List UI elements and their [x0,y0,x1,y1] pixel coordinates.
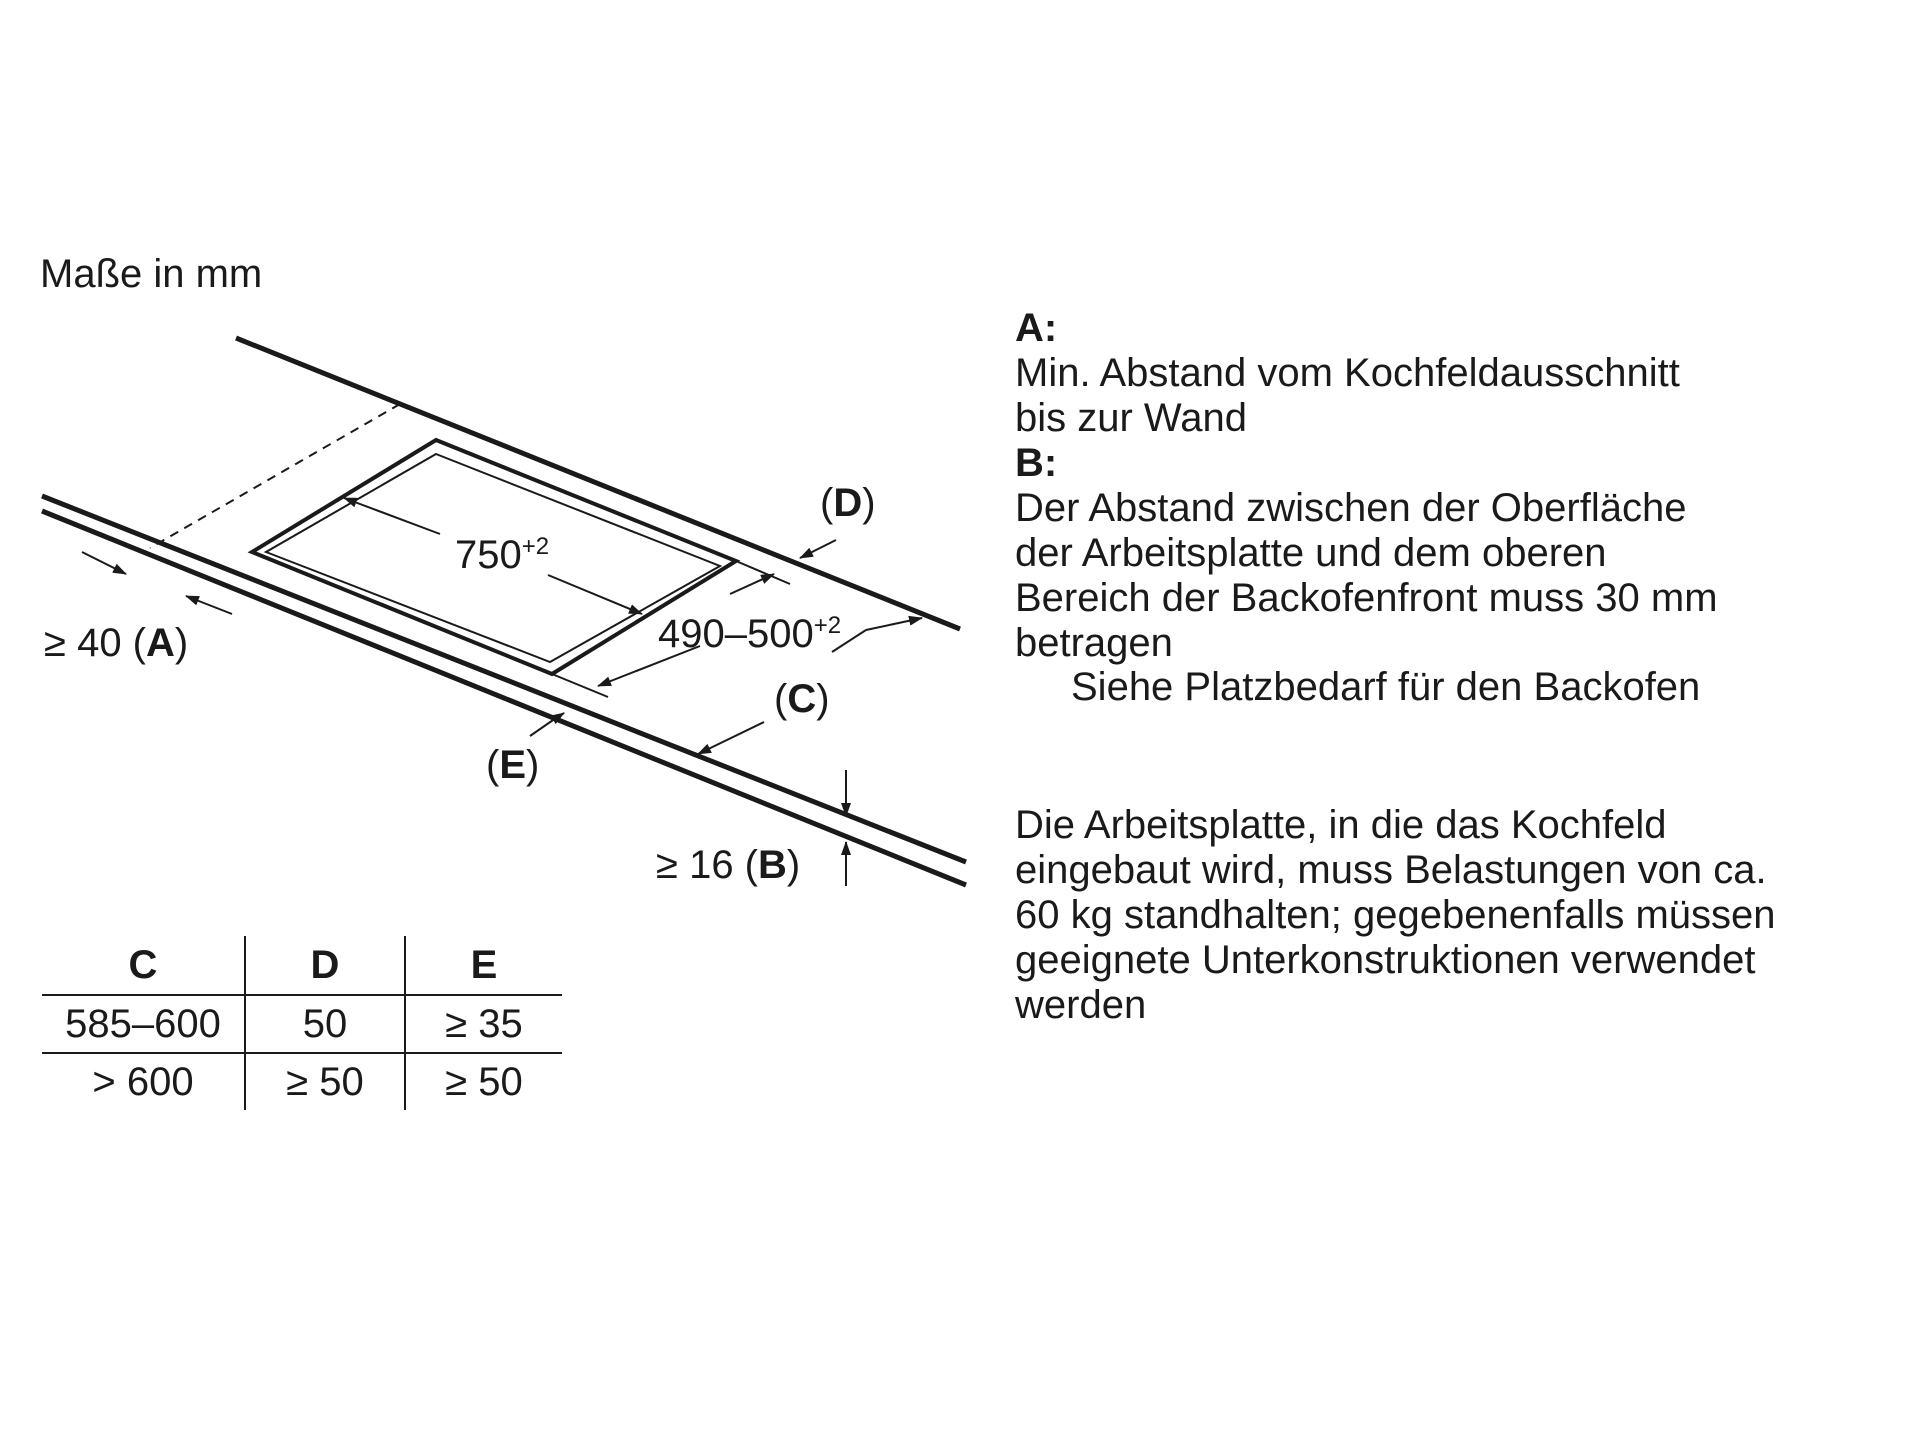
wall-reference-dashed-line [149,403,401,549]
dimension-e: (E) [486,712,565,787]
label-a: ≥ 40 (A) [44,621,188,665]
table-cell: > 600 [42,1052,245,1110]
dimension-b: ≥ 16 (B) [656,770,851,887]
label-width-750: 750+2 [455,533,549,577]
table-header-row: C D E [42,936,562,995]
countertop-back-edge [235,335,961,632]
legend-a: A: Min. Abstand vom Kochfeldausschnitt b… [1015,306,1895,441]
cutout-inner-outline [263,452,723,664]
label-e: (E) [486,743,539,787]
table-cell: ≥ 35 [404,994,562,1053]
dimension-width: 750+2 [343,497,643,615]
load-note: Die Arbeitsplatte, in die das Kochfeld e… [1015,803,1895,1028]
legend-b-line-3: Bereich der Backofenfront muss 30 mm [1015,576,1718,620]
dimension-depth: 490–500+2 [551,560,841,698]
legend-b-line-2: der Arbeitsplatte und dem oberen [1015,531,1607,575]
units-caption: Maße in mm [40,252,262,296]
load-note-line-2: eingebaut wird, muss Belastungen von ca. [1015,848,1767,892]
dimension-a: ≥ 40 (A) [44,551,233,665]
table-header-e: E [404,936,562,995]
table-header-d: D [244,936,405,995]
legend-a-line-1: Min. Abstand vom Kochfeldausschnitt [1015,351,1680,395]
table-cell: 585–600 [42,994,245,1053]
dimension-c: (C) [697,615,923,755]
table-row: > 600 ≥ 50 ≥ 50 [42,1052,562,1110]
label-b: ≥ 16 (B) [656,843,800,887]
load-note-line-5: werden [1015,983,1147,1027]
label-c: (C) [774,677,830,721]
label-d: (D) [820,481,876,525]
table-row: 585–600 50 ≥ 35 [42,994,562,1053]
legend-a-line-2: bis zur Wand [1015,396,1247,440]
legend-b-note: Siehe Platzbedarf für den Backofen [1071,665,1701,709]
load-note-line-3: 60 kg standhalten; gegebenenfalls müssen [1015,893,1776,937]
dimension-d: (D) [799,481,876,559]
legend-b: B: Der Abstand zwischen der Oberfläche d… [1015,441,1895,666]
table-cell: 50 [244,994,405,1053]
legend-a-key: A: [1015,306,1058,350]
table-cell: ≥ 50 [404,1052,562,1110]
legend-b-key: B: [1015,441,1058,485]
table-header-c: C [128,942,158,987]
load-note-line-4: geeignete Unterkonstruktionen verwendet [1015,938,1756,982]
countertop-front-top-edge [41,493,967,865]
legend-b-line-1: Der Abstand zwischen der Oberfläche [1015,486,1687,530]
countertop [41,335,967,888]
legend-b-line-4: betragen [1015,621,1173,665]
label-depth-490-500: 490–500+2 [658,612,841,656]
countertop-front-bottom-edge [41,508,967,888]
load-note-line-1: Die Arbeitsplatte, in die das Kochfeld [1015,803,1667,847]
table-cell: ≥ 50 [244,1052,405,1110]
dimension-table: C D E 585–600 50 ≥ 35 > 600 ≥ 50 ≥ 50 [42,936,562,1110]
